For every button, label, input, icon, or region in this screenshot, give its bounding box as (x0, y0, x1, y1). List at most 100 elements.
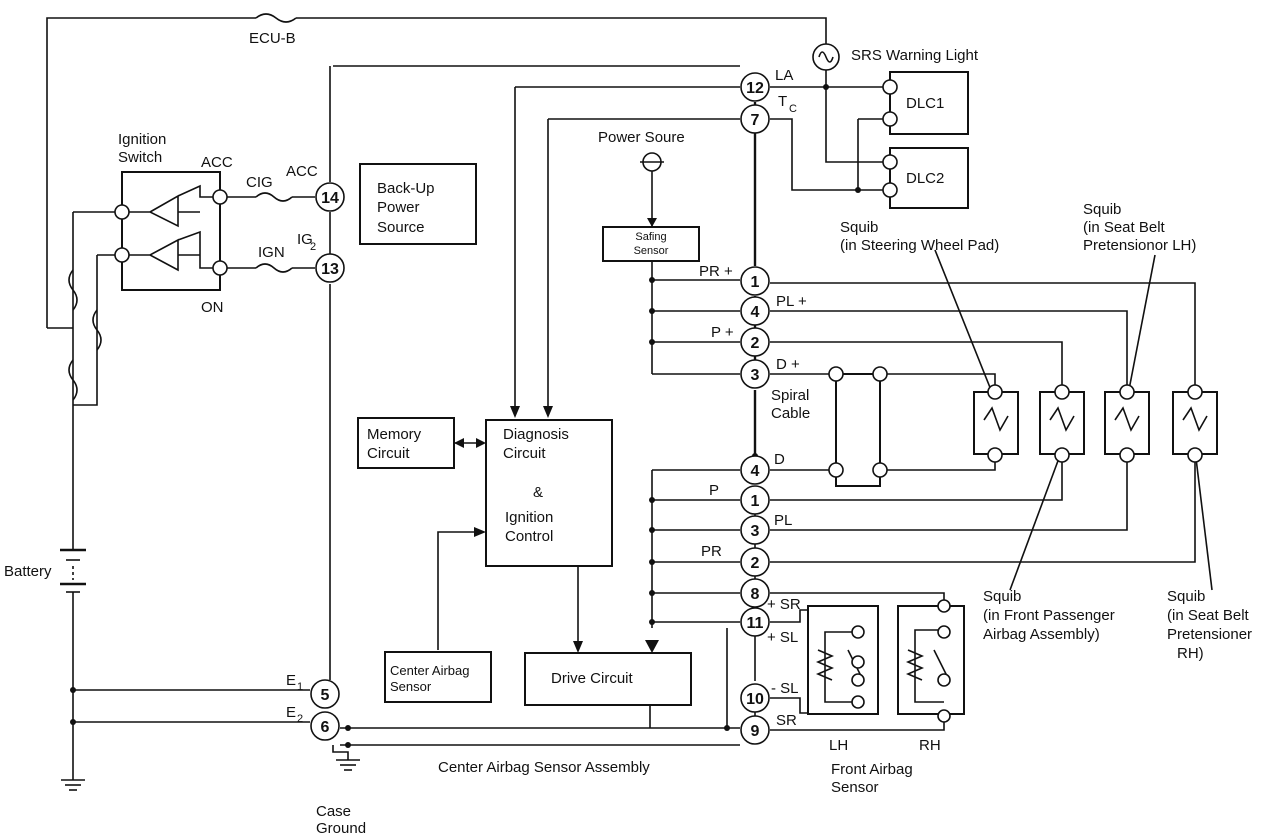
drive-circuit-box (524, 652, 692, 706)
label-e2: E (286, 704, 296, 721)
ground-icon (336, 759, 360, 771)
label-memory-1: Memory (367, 426, 422, 443)
squib-passenger (1039, 384, 1085, 463)
label-dlc2: DLC2 (906, 170, 944, 187)
wire-pl-plus (770, 310, 1128, 392)
label-acc-switch: ACC (201, 154, 233, 171)
junction-dot (649, 308, 655, 314)
label-diag-3: & (533, 484, 543, 501)
squib-icon (1039, 391, 1085, 455)
junction-dot (70, 687, 76, 693)
label-ground: Ground (316, 820, 366, 837)
dlc-terminal (882, 182, 898, 198)
switch-contact (129, 184, 213, 228)
pin-pr: 2 (740, 547, 770, 577)
label-on: ON (201, 299, 224, 316)
label-squib-pret-lh-1: Squib (1083, 201, 1121, 218)
label-minus-sl: - SL (771, 680, 799, 697)
label-squib-pret-rh-3: Pretensioner (1167, 626, 1252, 643)
switch-terminal (114, 204, 130, 220)
front-airbag-sensor-lh (807, 605, 879, 715)
label-case: Case (316, 803, 351, 820)
wire-sensor-to-diag (437, 531, 478, 650)
pin-la: 12 (740, 72, 770, 102)
junction-dot (649, 559, 655, 565)
label-d: D (774, 451, 785, 468)
fuse-icon (255, 192, 293, 202)
switch-contact (129, 230, 213, 272)
arrow-right-icon (476, 438, 486, 448)
diagnosis-circuit-box (485, 419, 613, 567)
label-squib-pret-rh-4: RH) (1177, 645, 1204, 662)
junction-dot (345, 742, 351, 748)
label-rh: RH (919, 737, 941, 754)
fuse-icon (68, 269, 78, 311)
front-airbag-sensor-rh (897, 599, 965, 723)
label-power-source: Power Soure (598, 129, 685, 146)
label-ecu-b: ECU-B (249, 30, 296, 47)
arrow-left-icon (454, 438, 464, 448)
lamp-icon (812, 43, 840, 71)
label-squib-pret-lh-3: Pretensionor LH) (1083, 237, 1196, 254)
label-pr-plus: PR + (699, 263, 733, 280)
wire-bottom-bus (340, 628, 740, 746)
junction-dot (345, 725, 351, 731)
label-dlc1: DLC1 (906, 95, 944, 112)
svg-text:14: 14 (321, 190, 339, 207)
squib-steering (973, 384, 1019, 463)
pin-d-plus: 3 (740, 359, 770, 389)
battery-icon (60, 548, 86, 593)
label-d-plus: D + (776, 356, 800, 373)
svg-text:12: 12 (746, 80, 764, 97)
wire-tc (547, 118, 740, 412)
label-pl: PL (774, 512, 792, 529)
label-squib-pass-3: Airbag Assembly) (983, 626, 1100, 643)
dlc2-block (882, 147, 969, 209)
label-srs-warning-light: SRS Warning Light (851, 47, 979, 64)
label-diag-1: Diagnosis (503, 426, 569, 443)
junction-dot (724, 725, 730, 731)
label-diag-4: Ignition (505, 509, 553, 526)
label-squib-pass-1: Squib (983, 588, 1021, 605)
label-safing-2: Sensor (634, 245, 669, 257)
svg-text:9: 9 (751, 723, 760, 740)
svg-text:1: 1 (751, 493, 760, 510)
switch-terminal (212, 260, 228, 276)
switch-icon (121, 171, 221, 291)
label-acc-pin: ACC (286, 163, 318, 180)
label-pr: PR (701, 543, 722, 560)
squib-icon (1104, 391, 1150, 455)
label-drive-circuit: Drive Circuit (551, 670, 634, 687)
pin-pr-plus: 1 (740, 266, 770, 296)
label-ig2: IG (297, 231, 313, 248)
svg-text:8: 8 (751, 586, 760, 603)
label-tc: T (778, 93, 787, 110)
label-diag-5: Control (505, 528, 553, 545)
junction-dot (649, 527, 655, 533)
label-front-sensor-2: Sensor (831, 779, 879, 796)
fuse-icon (92, 309, 102, 351)
junction-dot (649, 497, 655, 503)
fuses (68, 13, 297, 401)
pin-tc: 7 (740, 104, 770, 134)
spiral-cable (828, 366, 888, 487)
arrow-down-icon (543, 406, 553, 418)
label-ignition: Ignition (118, 131, 166, 148)
switch-terminal (114, 247, 130, 263)
pin-plus-sr: 8 (740, 578, 770, 608)
label-backup-3: Source (377, 219, 425, 236)
squib-pretensioner-lh (1104, 384, 1150, 463)
wire-p (770, 455, 1063, 501)
arrow-right-icon (474, 527, 486, 537)
svg-text:4: 4 (751, 304, 760, 321)
label-squib-pret-rh-1: Squib (1167, 588, 1205, 605)
pin-pl: 3 (740, 515, 770, 545)
wire-drive-bus (651, 469, 740, 628)
wire-p-plus (770, 341, 1063, 392)
label-backup-2: Power (377, 199, 420, 216)
label-center-assembly: Center Airbag Sensor Assembly (438, 759, 650, 776)
dlc1-block (882, 71, 969, 135)
pin-sr: 9 (740, 715, 770, 745)
squib-icon (1172, 391, 1218, 455)
